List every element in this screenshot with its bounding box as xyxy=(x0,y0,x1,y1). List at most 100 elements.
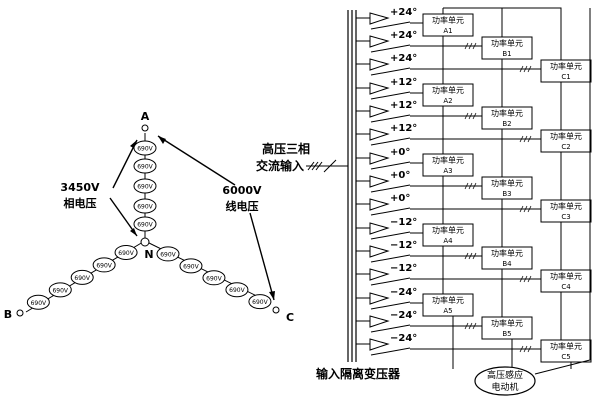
power-cell-A4: 功率单元 A4 xyxy=(422,223,474,247)
cell-voltage-label: 690V xyxy=(229,287,245,294)
secondary-winding: +0° xyxy=(356,193,541,216)
line-voltage-value: 6000V xyxy=(222,184,262,197)
phase-angle-label: −24° xyxy=(390,333,417,344)
star-cell-a: 690V xyxy=(133,216,157,232)
transformer-label: 输入隔离变压器 xyxy=(316,366,401,381)
terminal-a xyxy=(141,124,149,132)
power-cell-id: A2 xyxy=(443,97,452,105)
star-cell-b: 690V xyxy=(92,257,116,273)
star-labels: A B C N 3450V 相电压 6000V 线电压 xyxy=(4,110,294,324)
power-cells: 功率单元A1功率单元B1功率单元C1功率单元A2功率单元B2功率单元C2功率单元… xyxy=(422,13,592,363)
phase-angle-label: +12° xyxy=(390,77,417,88)
secondary-winding: +24° xyxy=(356,7,423,30)
transformer-core xyxy=(347,10,357,362)
power-cell-C1: 功率单元 C1 xyxy=(540,59,592,83)
power-cell-id: A5 xyxy=(443,307,452,315)
cell-voltage-label: 690V xyxy=(74,275,90,282)
phase-angle-label: −12° xyxy=(390,263,417,274)
secondary-windings: +24°+24°+24°+12°+12°+12°+0°+0°+0°−12°−12… xyxy=(356,7,541,356)
cell-voltage-label: 690V xyxy=(252,299,268,306)
neutral-bus xyxy=(443,7,562,60)
induction-motor: 高压感应 电动机 xyxy=(474,366,536,396)
node-b-label: B xyxy=(4,308,12,321)
phase-angle-label: −12° xyxy=(390,217,417,228)
power-cell-text: 功率单元 xyxy=(491,318,523,328)
hv-input: 高压三相 交流输入 输入隔离变压器 xyxy=(256,141,401,381)
secondary-winding: +0° xyxy=(356,147,423,170)
power-cell-id: C3 xyxy=(561,213,570,221)
power-cell-text: 功率单元 xyxy=(432,85,464,95)
tick xyxy=(315,161,323,171)
cell-voltage-label: 690V xyxy=(137,204,153,211)
star-cell-b: 690V xyxy=(114,244,138,260)
star-cell-a: 690V xyxy=(133,198,157,214)
cell-voltage-label: 690V xyxy=(137,164,153,171)
phase-voltage-arrow-up xyxy=(112,139,138,189)
node-c-label: C xyxy=(286,311,294,324)
power-cell-A2: 功率单元 A2 xyxy=(422,83,474,107)
star-cell-c: 690V xyxy=(179,258,203,274)
input-label-line2: 交流输入 xyxy=(256,158,304,173)
secondary-winding: −12° xyxy=(356,263,541,286)
cell-voltage-label: 690V xyxy=(160,251,176,258)
power-cell-id: A4 xyxy=(443,237,453,245)
terminal-c xyxy=(272,306,280,314)
cell-voltage-label: 690V xyxy=(206,275,222,282)
phase-angle-label: +0° xyxy=(390,147,410,158)
star-cell-c: 690V xyxy=(202,270,226,286)
power-cell-id: A1 xyxy=(443,27,452,35)
power-cell-text: 功率单元 xyxy=(550,61,582,71)
line-voltage-arrow-up xyxy=(157,135,236,186)
node-a-label: A xyxy=(141,110,150,123)
star-cell-c: 690V xyxy=(225,282,249,298)
secondary-winding: −24° xyxy=(356,333,541,356)
phase-angle-label: +0° xyxy=(390,193,410,204)
input-label-line1: 高压三相 xyxy=(262,141,310,156)
star-cell-a: 690V xyxy=(133,178,157,194)
arrowhead xyxy=(158,136,166,144)
cell-voltage-label: 690V xyxy=(96,262,112,269)
power-cell-id: C5 xyxy=(561,353,570,361)
secondary-winding: −12° xyxy=(356,240,482,263)
line-voltage-arrow-down xyxy=(249,212,275,301)
power-cell-text: 功率单元 xyxy=(432,295,464,305)
phase-voltage-text: 相电压 xyxy=(64,196,97,210)
power-cell-text: 功率单元 xyxy=(432,225,464,235)
power-cell-id: C2 xyxy=(561,143,570,151)
tick xyxy=(307,161,315,171)
star-cell-a: 690V xyxy=(133,140,157,156)
power-cell-text: 功率单元 xyxy=(550,201,582,211)
power-cell-A5: 功率单元 A5 xyxy=(422,293,474,317)
outer-rail xyxy=(534,8,591,375)
phase-angle-label: −24° xyxy=(390,287,417,298)
star-cell-a: 690V xyxy=(133,158,157,174)
power-cell-text: 功率单元 xyxy=(550,131,582,141)
power-cell-text: 功率单元 xyxy=(550,271,582,281)
phase-angle-label: +24° xyxy=(390,7,417,18)
power-cell-text: 功率单元 xyxy=(491,108,523,118)
node-n-label: N xyxy=(144,248,153,261)
phase-angle-label: −12° xyxy=(390,240,417,251)
cell-chains xyxy=(442,7,591,375)
phase-angle-label: +12° xyxy=(390,123,417,134)
neutral-node xyxy=(140,237,150,247)
line-voltage-text: 线电压 xyxy=(226,199,259,213)
star-cell-b: 690V xyxy=(70,269,94,285)
power-cell-id: C1 xyxy=(561,73,570,81)
power-cell-text: 功率单元 xyxy=(432,155,464,165)
phase-angle-label: +12° xyxy=(390,100,417,111)
power-cell-id: B3 xyxy=(502,190,511,198)
cell-voltage-label: 690V xyxy=(183,263,199,270)
cell-voltage-label: 690V xyxy=(137,222,153,229)
terminal-b xyxy=(16,309,24,317)
power-cell-id: B1 xyxy=(502,50,511,58)
secondary-winding: +24° xyxy=(356,53,541,76)
cell-voltage-label: 690V xyxy=(137,184,153,191)
